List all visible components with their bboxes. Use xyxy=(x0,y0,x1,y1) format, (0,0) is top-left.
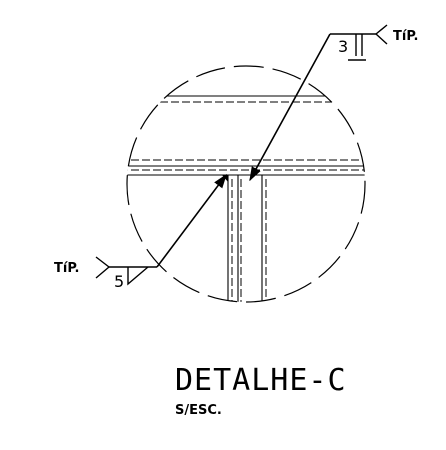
detail-title: DETALHE-C xyxy=(175,363,347,398)
leader-line-top xyxy=(249,33,331,182)
weld-symbol-left: 5 TíP. xyxy=(54,173,227,291)
weld-tail-label-top: TíP. xyxy=(393,29,418,44)
weld-size-top: 3 xyxy=(338,37,348,56)
weld-tail-left xyxy=(95,256,110,279)
scale-note: S/ESC. xyxy=(175,403,222,418)
leader-line-left xyxy=(156,173,227,268)
detail-boundary-circle xyxy=(126,65,366,303)
structural-members xyxy=(127,95,365,302)
weld-tail-label-left: TíP. xyxy=(54,261,79,276)
weld-tail-top xyxy=(375,24,388,45)
weld-size-left: 5 xyxy=(114,272,124,291)
weld-symbol-top: 3 TíP. xyxy=(249,24,418,182)
